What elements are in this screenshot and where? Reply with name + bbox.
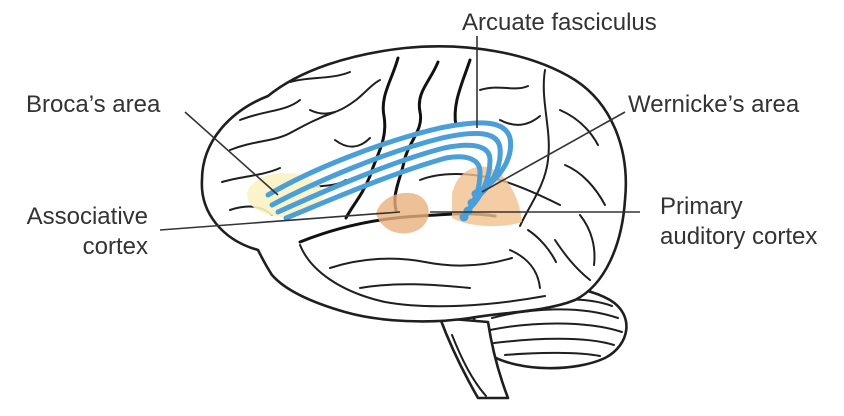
arcuate-fasciculus-fibers	[265, 120, 514, 222]
label-primary-auditory-line2: auditory cortex	[660, 223, 817, 250]
leader-lines	[159, 36, 640, 231]
label-primary-auditory-line1: Primary	[660, 193, 743, 220]
brainstem	[438, 316, 510, 400]
label-broca-area: Broca’s area	[26, 91, 161, 118]
associative-region	[376, 192, 429, 234]
leader-broca	[184, 111, 279, 196]
cerebrum	[200, 45, 628, 323]
label-associative-cortex-line2: cortex	[83, 233, 148, 260]
label-associative-cortex-line1: Associative	[27, 203, 148, 230]
leader-wernicke	[481, 111, 626, 193]
label-wernicke-area: Wernicke’s area	[628, 91, 800, 118]
label-arcuate-fasciculus: Arcuate fasciculus	[462, 9, 657, 36]
leader-associative	[159, 211, 401, 231]
